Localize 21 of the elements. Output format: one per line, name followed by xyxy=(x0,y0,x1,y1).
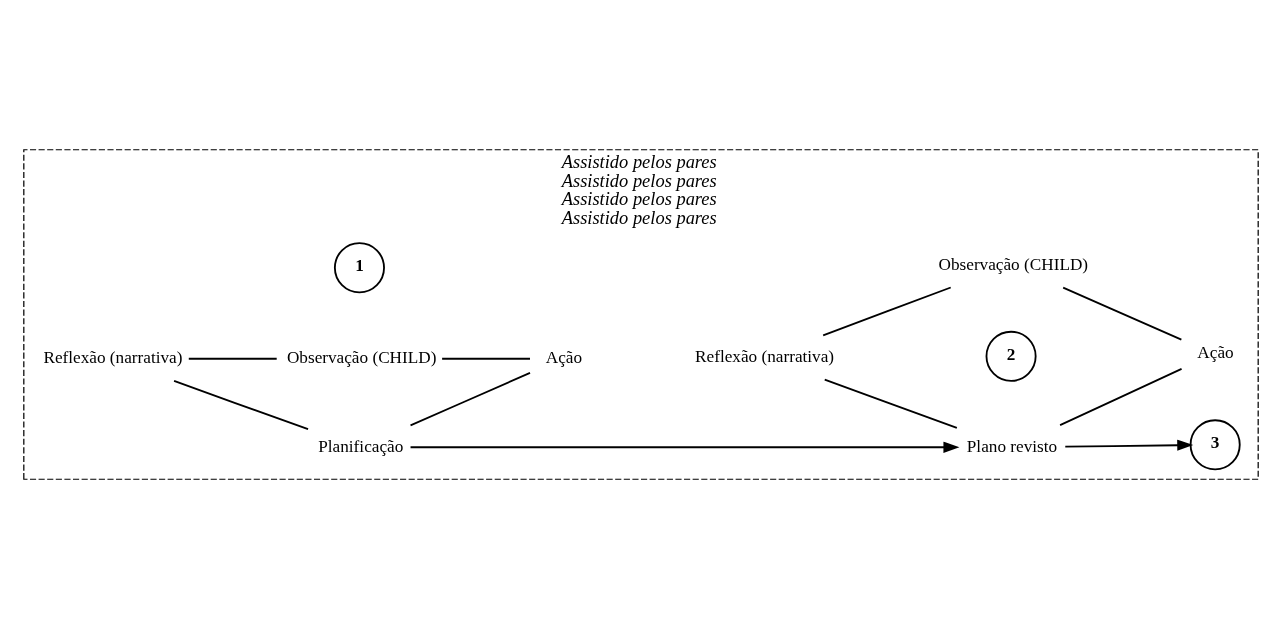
connector xyxy=(441,357,531,360)
node-text: Observação (CHILD) xyxy=(286,347,437,367)
node-text: Ação xyxy=(1197,342,1234,362)
node-text: Planificação xyxy=(318,436,404,456)
connector xyxy=(822,286,952,336)
node-text: Reflexão (narrativa) xyxy=(43,347,183,367)
arrow xyxy=(409,441,960,453)
node-text: Plano revisto xyxy=(966,436,1058,456)
arrow xyxy=(1064,439,1194,451)
connector xyxy=(187,357,278,360)
node-circle: 2 xyxy=(985,330,1037,382)
node-circle: 1 xyxy=(333,241,385,293)
node-circle: 3 xyxy=(1189,418,1241,470)
connector xyxy=(1062,286,1183,340)
connector xyxy=(173,379,309,430)
node-text: Observação (CHILD) xyxy=(938,254,1089,274)
node-text: Ação xyxy=(545,347,583,367)
connector xyxy=(823,378,958,429)
connector xyxy=(1059,367,1183,426)
connector xyxy=(409,371,531,426)
node-text: Reflexão (narrativa) xyxy=(695,346,835,366)
